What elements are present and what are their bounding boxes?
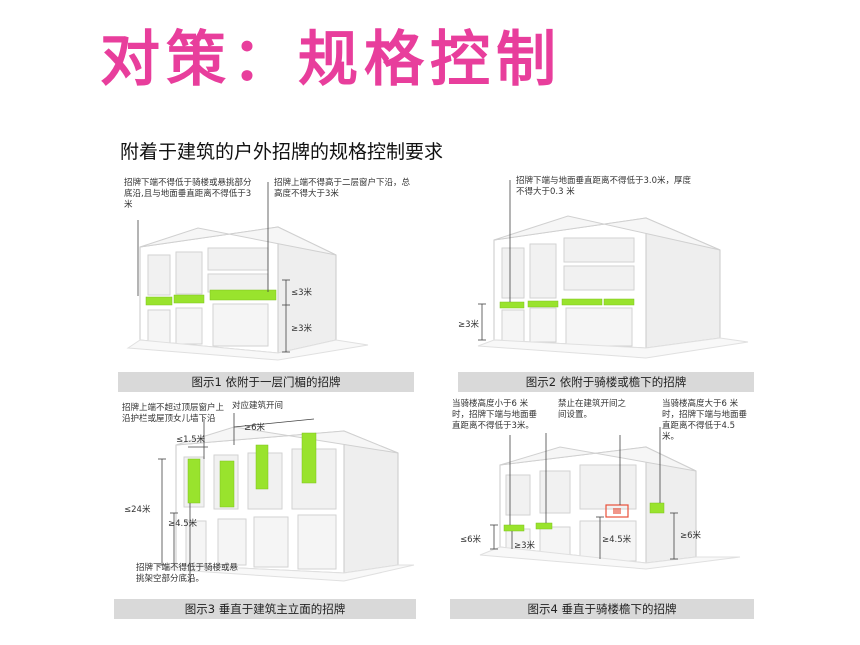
figure-3: 招牌上端不超过顶层窗户上沿护栏或屋顶女儿墙下沿 对应建筑开间 ≤1.5米 ≥6米…: [114, 397, 416, 625]
page-title: 对策：规格控制: [100, 25, 562, 95]
building-4-illustration: [479, 427, 741, 570]
sign-bar: [561, 298, 603, 306]
figure-caption: 图示3 垂直于建筑主立面的招牌: [114, 599, 416, 619]
figure-4: 当骑楼高度小于6 米时，招牌下端与地面垂直距离不得低于3米。 禁止在建筑开间之间…: [450, 397, 754, 625]
dimension-height: ≤24米: [124, 505, 151, 515]
dimension-lower: ≥3米: [291, 324, 313, 334]
dimension-4-5m: ≥4.5米: [602, 535, 632, 545]
annotation-spacing: 对应建筑开间: [232, 401, 284, 411]
sign-blade: [255, 444, 269, 490]
sign-bar: [603, 298, 635, 306]
dimension-left: ≤6米: [460, 535, 482, 545]
building-2-illustration: [477, 180, 749, 359]
annotation-top: 招牌下端与地面垂直距离不得低于3.0米，厚度不得大于0.3 米: [516, 176, 692, 197]
figure-caption: 图示4 垂直于骑楼檐下的招牌: [450, 599, 754, 619]
prohibited-marker-inner: [613, 508, 621, 514]
sign-blade: [301, 432, 317, 484]
dimension-bottom: ≥4.5米: [168, 519, 198, 529]
annotation-bottom: 招牌下端不得低于骑楼或悬挑架空部分底沿。: [136, 563, 239, 584]
prohibited-marker: [605, 504, 629, 518]
sign-bar: [499, 301, 525, 309]
figure-2: 招牌下端与地面垂直距离不得低于3.0米，厚度不得大于0.3 米 ≥3米 图示2 …: [458, 170, 754, 394]
figure-caption: 图示2 依附于骑楼或檐下的招牌: [458, 372, 754, 392]
annotation-right: 招牌上端不得高于二层窗户下沿，总高度不得大于3米: [274, 178, 411, 199]
dimension-spacing: ≥6米: [244, 423, 266, 433]
annotation-middle: 禁止在建筑开间之间设置。: [558, 399, 627, 420]
sign-bar: [209, 289, 277, 301]
dimension-width: ≤1.5米: [176, 435, 206, 445]
sign-bar: [503, 524, 525, 532]
annotation-right: 当骑楼高度大于6 米时，招牌下端与地面垂直距离不得低于4.5米。: [662, 399, 748, 442]
annotation-top: 招牌上端不超过顶层窗户上沿护栏或屋顶女儿墙下沿: [122, 403, 225, 424]
dimension-height: ≥3米: [458, 320, 480, 330]
dimension-upper: ≤3米: [291, 288, 313, 298]
annotation-left: 招牌下端不得低于骑楼或悬挑部分底沿,且与地面垂直距离不得低于3米: [124, 178, 252, 210]
figure-caption: 图示1 依附于一层门楣的招牌: [118, 372, 414, 392]
sign-blade: [219, 460, 235, 508]
sign-bar: [527, 300, 559, 308]
dimension-right: ≥6米: [680, 531, 702, 541]
sign-bar: [535, 522, 553, 530]
dimension-3m: ≥3米: [514, 541, 536, 551]
sign-bar: [649, 502, 665, 514]
sign-blade: [187, 458, 201, 504]
building-3-illustration: [158, 413, 415, 583]
figure-1: 招牌下端不得低于骑楼或悬挑部分底沿,且与地面垂直距离不得低于3米 招牌上端不得高…: [118, 170, 414, 394]
page-subtitle: 附着于建筑的户外招牌的规格控制要求: [120, 141, 444, 163]
annotation-left: 当骑楼高度小于6 米时，招牌下端与地面垂直距离不得低于3米。: [452, 399, 538, 431]
sign-bar: [145, 296, 173, 306]
building-1-illustration: [126, 182, 369, 361]
sign-bar: [173, 294, 205, 304]
